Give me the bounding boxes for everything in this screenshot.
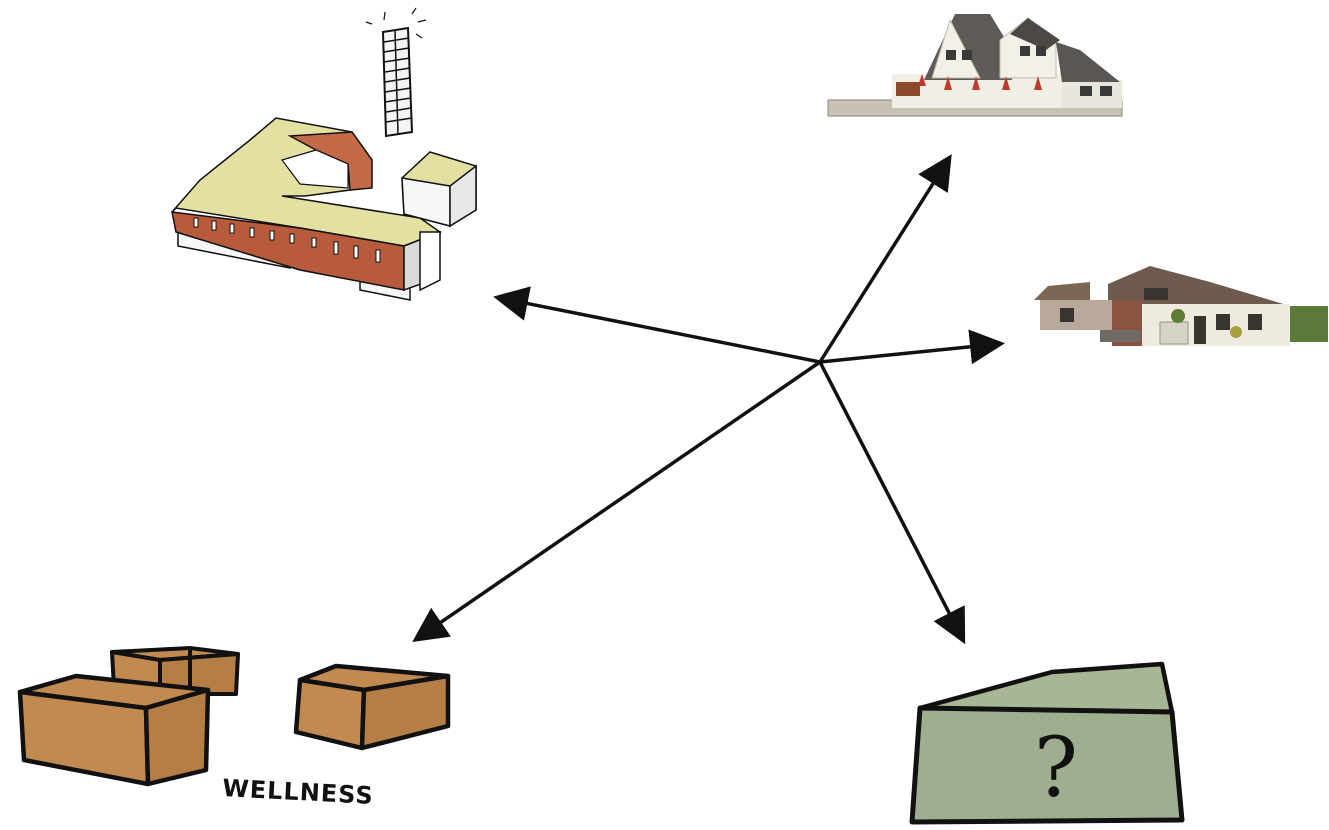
arrow-to-unknown: [818, 361, 966, 645]
tower-icon: [365, 7, 427, 138]
box-icon: [17, 673, 211, 787]
restaurant-photo: [827, 14, 1123, 117]
house-photo: [1034, 266, 1328, 346]
wellness-label: WELLNESS: [222, 774, 375, 810]
wellness-boxes: WELLNESS: [17, 646, 451, 810]
unknown-block: ?: [909, 661, 1185, 825]
arrow-to-restaurant: [818, 154, 952, 363]
arrow-to-complex: [493, 286, 821, 364]
box-icon: [293, 663, 451, 751]
question-mark: ?: [1034, 721, 1078, 816]
complex-sketch: [171, 7, 477, 301]
arrow-to-house: [819, 329, 1005, 365]
arrows: [412, 154, 1005, 645]
arrow-to-wellness: [412, 360, 821, 642]
